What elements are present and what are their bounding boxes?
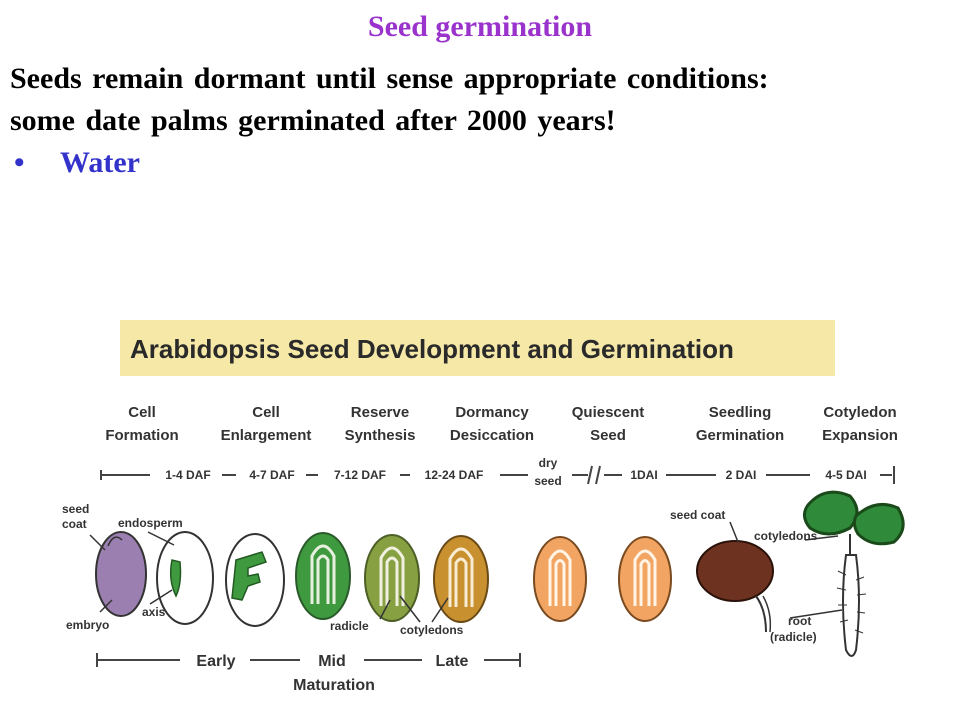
timeline-label-1: 1-4 DAF [165,468,210,482]
quiescent-seed-1-icon [533,536,587,622]
timeline-label-2: 4-7 DAF [249,468,294,482]
seed-illustrations [95,490,905,657]
timeline: 1-4 DAF 4-7 DAF 7-12 DAF 12-24 DAF dry s… [100,456,895,488]
early-seed-2-icon [156,531,214,625]
stage-1-line-1: Cell [128,404,156,421]
slide-title: Seed germination [367,10,593,43]
label-cotyledons-right: cotyledons [754,529,818,543]
early-seed-1-icon [95,531,147,617]
phase-late: Late [436,653,469,670]
label-seed-coat-2: coat [62,517,87,531]
stage-6-line-1: Seedling [709,404,772,421]
label-root-1: root [788,614,811,628]
label-radicle: radicle [330,619,369,633]
stage-7-line-2: Expansion [822,427,898,444]
figure-banner-text: Arabidopsis Seed Development and Germina… [130,334,734,364]
seedling-icon [803,490,905,657]
stage-5-line-1: Quiescent [572,404,645,421]
callout-labels: seed coat endosperm embryo axis radicle … [62,502,818,644]
stage-5-line-2: Seed [590,427,626,444]
stage-2-line-1: Cell [252,404,280,421]
stage-4-line-1: Dormancy [455,404,529,421]
label-seed-coat-1: seed [62,502,89,516]
phase-maturation: Maturation [293,677,375,694]
stage-1-line-2: Formation [105,427,178,444]
callout-lines [89,521,843,623]
phase-mid: Mid [318,653,346,670]
timeline-label-6: 2 DAI [726,468,757,482]
maturation-phase-bar: Early Mid Late Maturation [96,653,521,694]
stage-6-line-2: Germination [696,427,784,444]
bullet-dot-icon: • [14,146,25,179]
label-embryo: embryo [66,618,109,632]
mid-seed-2-icon [364,534,420,622]
timeline-label-4: 12-24 DAF [425,468,484,482]
germinating-seed-icon [696,540,774,633]
intro-line-2: some date palms germinated after 2000 ye… [10,104,616,137]
stage-3-line-1: Reserve [351,404,409,421]
timeline-label-5: 1DAI [630,468,657,482]
bullet-text: Water [60,146,140,179]
intro-line-1: Seeds remain dormant until sense appropr… [10,62,769,95]
stage-headers: Cell Formation Cell Enlargement Reserve … [105,404,898,444]
label-cotyledons: cotyledons [400,623,464,637]
label-endosperm: endosperm [118,516,183,530]
label-axis: axis [142,605,166,619]
label-seed-coat-right: seed coat [670,508,725,522]
bullet-item: • Water [14,146,140,180]
label-root-2: (radicle) [770,630,817,644]
timeline-label-7: 4-5 DAI [825,468,866,482]
timeline-label-3: 7-12 DAF [334,468,386,482]
late-seed-1-icon [433,535,489,623]
stage-3-line-2: Synthesis [345,427,416,444]
stage-2-line-2: Enlargement [221,427,312,444]
phase-early: Early [196,653,235,670]
dry-seed-line-1: dry [539,456,558,470]
dry-seed-line-2: seed [534,474,561,488]
stage-7-line-1: Cotyledon [823,404,896,421]
quiescent-seed-2-icon [618,536,672,622]
stage-4-line-2: Desiccation [450,427,534,444]
figure-banner [120,320,835,376]
mid-seed-1-icon [295,532,351,620]
